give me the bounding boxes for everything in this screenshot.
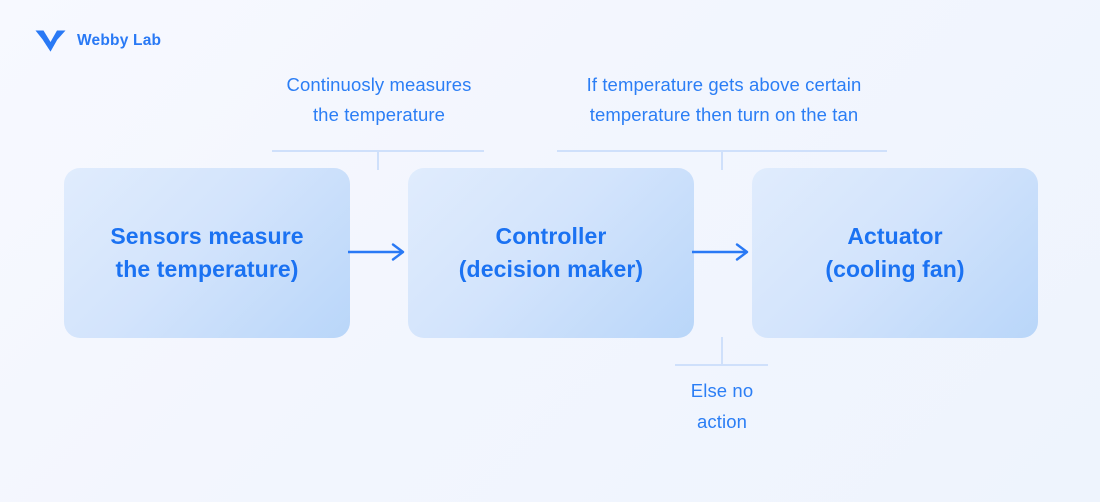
connector-line-annotation-3-vertical <box>721 337 723 365</box>
connector-line-annotation-1-vertical <box>377 150 379 170</box>
connector-line-annotation-3-horizontal <box>675 364 768 366</box>
annotation-label-continuously-measures: Continuosly measures the temperature <box>286 74 472 125</box>
arrow-sensors-to-controller-icon <box>348 243 405 261</box>
flow-node-actuator[interactable]: Actuator (cooling fan) <box>752 168 1038 338</box>
flow-node-sensors[interactable]: Sensors measure the temperature) <box>64 168 350 338</box>
flow-node-sensors-label: Sensors measure the temperature) <box>110 223 304 282</box>
connector-line-annotation-2-vertical <box>721 150 723 170</box>
flow-node-controller[interactable]: Controller (decision maker) <box>408 168 694 338</box>
annotation-label-else-no-action: Else no action <box>690 380 754 432</box>
flow-node-actuator-label: Actuator (cooling fan) <box>825 223 965 282</box>
brand-logo[interactable]: Webby Lab <box>34 28 161 54</box>
arrow-controller-to-actuator-icon <box>692 243 749 261</box>
brand-name: Webby Lab <box>77 32 162 49</box>
webby-lab-w-logo-icon <box>35 30 66 52</box>
flow-node-controller-label: Controller (decision maker) <box>458 223 644 282</box>
annotation-label-if-temperature-above: If temperature gets above certain temper… <box>586 74 862 125</box>
